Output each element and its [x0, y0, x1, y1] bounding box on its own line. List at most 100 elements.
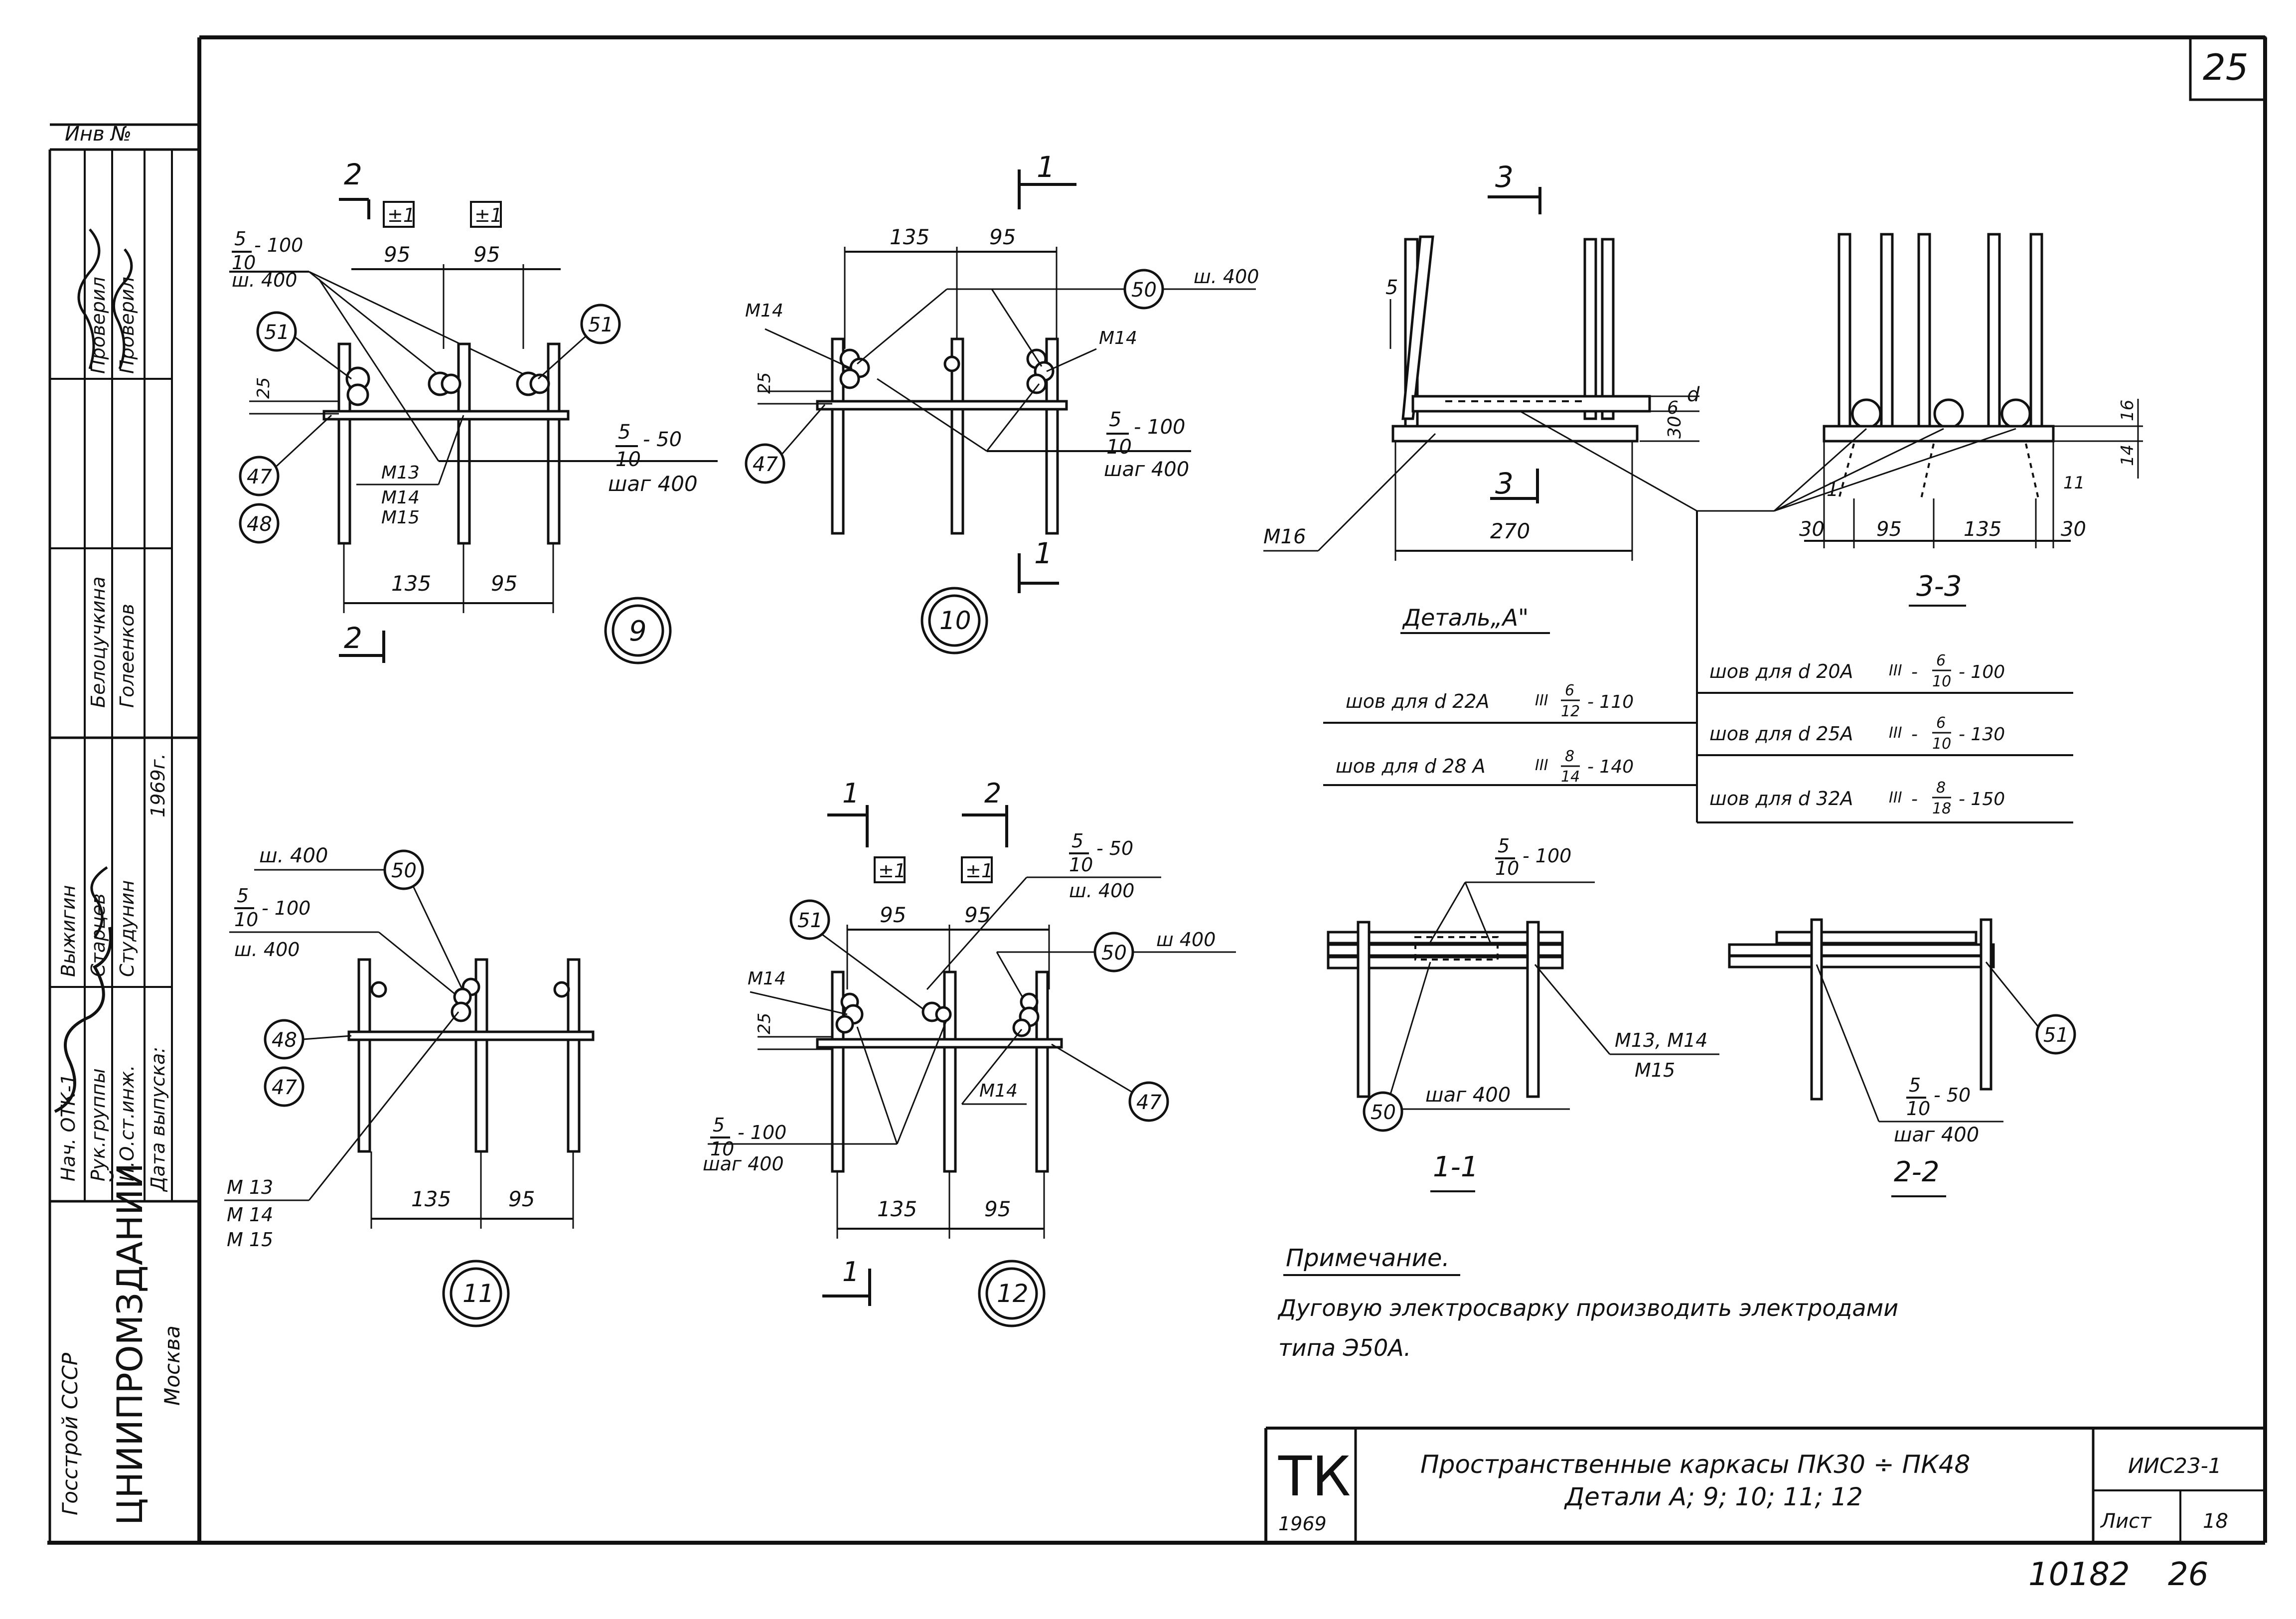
d11-step-top: ш. 400 — [259, 844, 328, 867]
weld-right-3-len: - 150 — [1959, 789, 2005, 810]
d12-mark-right: ±1 — [965, 860, 993, 882]
d9-weld-top-len: - 100 — [254, 234, 303, 256]
weld-right-3-den: 18 — [1932, 800, 1951, 817]
weld-left-1-den: 12 — [1561, 703, 1580, 720]
d9-dim-top-left: 95 — [384, 242, 410, 267]
note-heading: Примечание. — [1286, 1244, 1450, 1272]
note-block: Примечание. Дуговую электросварку произв… — [1277, 1244, 1898, 1361]
d10-weld-den: 10 — [1106, 436, 1132, 459]
d12-id: 12 — [997, 1279, 1029, 1308]
s11-marks-2: М15 — [1635, 1059, 1675, 1081]
d9-dim-vertical: 25 — [254, 377, 274, 399]
s11-step: шаг 400 — [1425, 1084, 1511, 1107]
d10-section-bottom: 1 — [1034, 536, 1053, 570]
s33-dim-135: 135 — [1964, 518, 2001, 541]
d12-mark-m14-mid: М14 — [979, 1081, 1018, 1101]
d9-marks-1: М13 — [381, 463, 420, 483]
s22-weld-den: 10 — [1906, 1098, 1930, 1120]
d12-section-1: 1 — [842, 778, 859, 809]
title-line-2: Детали А; 9; 10; 11; 12 — [1564, 1482, 1863, 1511]
d12-section-bottom: 1 — [842, 1256, 859, 1288]
d11-weld-num: 5 — [237, 885, 249, 907]
d11-weld-den: 10 — [234, 909, 258, 931]
s11-weld-num: 5 — [1498, 835, 1510, 857]
detail-12: 1 2 ±1 ±1 5 - 50 10 ш. 400 95 95 51 50 ш… — [703, 778, 1236, 1327]
d12-weld-top-den: 10 — [1069, 854, 1093, 876]
d11-weld-len: - 100 — [262, 897, 310, 919]
weld-left-2-prefix: шов для d 28 А — [1336, 755, 1486, 777]
detail-11: ш. 400 50 5 - 100 10 ш. 400 48 47 М 13 М… — [224, 844, 595, 1327]
signature-1 — [77, 228, 101, 369]
detail-a: 3 5 d 6 30 3 270 М16 Деталь„А" — [1263, 160, 1700, 634]
da-dim-width: 270 — [1490, 519, 1530, 543]
d10-mark-right: М14 — [1099, 328, 1137, 348]
s22-weld-num: 5 — [1909, 1074, 1921, 1096]
weld-right-3-prefix: шов для d 32А — [1709, 788, 1853, 810]
checker-name-2: Голеенков — [116, 604, 138, 708]
svg-text:-: - — [1911, 789, 1918, 810]
s33-dim-30-right: 30 — [2061, 518, 2086, 541]
d11-bubble-50: 50 — [391, 859, 417, 882]
weld-left-1-class: III — [1535, 692, 1548, 709]
d12-dim-bottom-right: 95 — [984, 1197, 1011, 1221]
detail-9: 2 ±1 ±1 5 - 100 10 ш. 400 95 95 — [229, 158, 718, 664]
d9-weld-right-num: 5 — [618, 421, 630, 444]
d12-weld-top-num: 5 — [1071, 830, 1083, 852]
s11-weld-den: 10 — [1495, 857, 1519, 879]
weld-right-2-class: III — [1889, 724, 1902, 742]
d9-section-top: 2 — [344, 158, 362, 191]
page-number: 25 — [2203, 46, 2249, 88]
d10-dim-left: 135 — [890, 225, 929, 249]
d11-marks-1: М 13 — [227, 1176, 273, 1198]
release-label: Дата выпуска: — [147, 1047, 169, 1192]
d12-weld-bottom-step: шаг 400 — [703, 1153, 784, 1175]
inv-label: Инв № — [65, 123, 132, 146]
checker-name-1: Белоцучкина — [87, 576, 109, 708]
d9-marks-2: М14 — [381, 487, 420, 508]
weld-right-1-class: III — [1889, 662, 1902, 679]
stamp-role-2: Рук.группы — [87, 1068, 109, 1181]
weld-right-1-len: - 100 — [1959, 662, 2005, 682]
sheet-frame: 25 — [47, 35, 2267, 1545]
s22-weld-len: - 50 — [1934, 1084, 1971, 1106]
stamp-name-1: Выжигин — [57, 885, 79, 977]
da-dim-6: 6 — [1667, 398, 1679, 418]
archive-number: 10182 — [2028, 1556, 2130, 1593]
d12-mark-m14-left: М14 — [748, 969, 786, 989]
s11-weld-len: - 100 — [1523, 845, 1571, 867]
weld-table: шов для d 22А III 6 12 - 110 шов для d 2… — [1323, 511, 2073, 823]
d9-bubble-47: 47 — [247, 466, 272, 488]
d10-weld-len: - 100 — [1134, 416, 1186, 439]
d12-weld-bottom-len: - 100 — [738, 1122, 786, 1143]
d11-id: 11 — [462, 1279, 494, 1308]
d11-marks-2: М 14 — [227, 1204, 273, 1226]
d11-bubble-48: 48 — [272, 1029, 297, 1052]
d12-weld-top-step: ш. 400 — [1069, 880, 1134, 902]
title-line-1: Пространственные каркасы ПК30 ÷ ПК48 — [1420, 1450, 1970, 1479]
weld-right-2-prefix: шов для d 25А — [1709, 723, 1853, 745]
da-section-top: 3 — [1495, 160, 1514, 194]
d12-weld-bottom-den: 10 — [710, 1138, 734, 1160]
signature-4 — [90, 866, 108, 938]
title-code: ИИС23-1 — [2128, 1454, 2221, 1478]
d12-dim-top-left: 95 — [880, 903, 906, 927]
s33-title: 3-3 — [1916, 570, 1962, 603]
stamp-role-3: И.О.ст.инж. — [116, 1065, 138, 1181]
s11-marks-1: М13, М14 — [1615, 1029, 1707, 1051]
s22-bubble-51: 51 — [2043, 1024, 2069, 1047]
da-section-bottom: 3 — [1495, 467, 1514, 500]
s33-dim-11: 11 — [2063, 473, 2085, 493]
s11-title: 1-1 — [1433, 1151, 1478, 1183]
d9-section-bottom: 2 — [344, 621, 362, 655]
d10-bubble-50-step: ш. 400 — [1194, 266, 1259, 288]
stamp-name-2: Старцев — [87, 893, 109, 977]
title-sheet-label: Лист — [2100, 1510, 2152, 1533]
d12-section-2: 2 — [984, 778, 1001, 809]
d11-marks-3: М 15 — [227, 1229, 273, 1251]
d9-marks-3: М15 — [381, 507, 420, 528]
d10-bubble-50: 50 — [1131, 279, 1157, 302]
svg-text:-: - — [1911, 724, 1918, 745]
d11-weld-step: ш. 400 — [234, 939, 300, 961]
signature-2 — [112, 248, 133, 369]
